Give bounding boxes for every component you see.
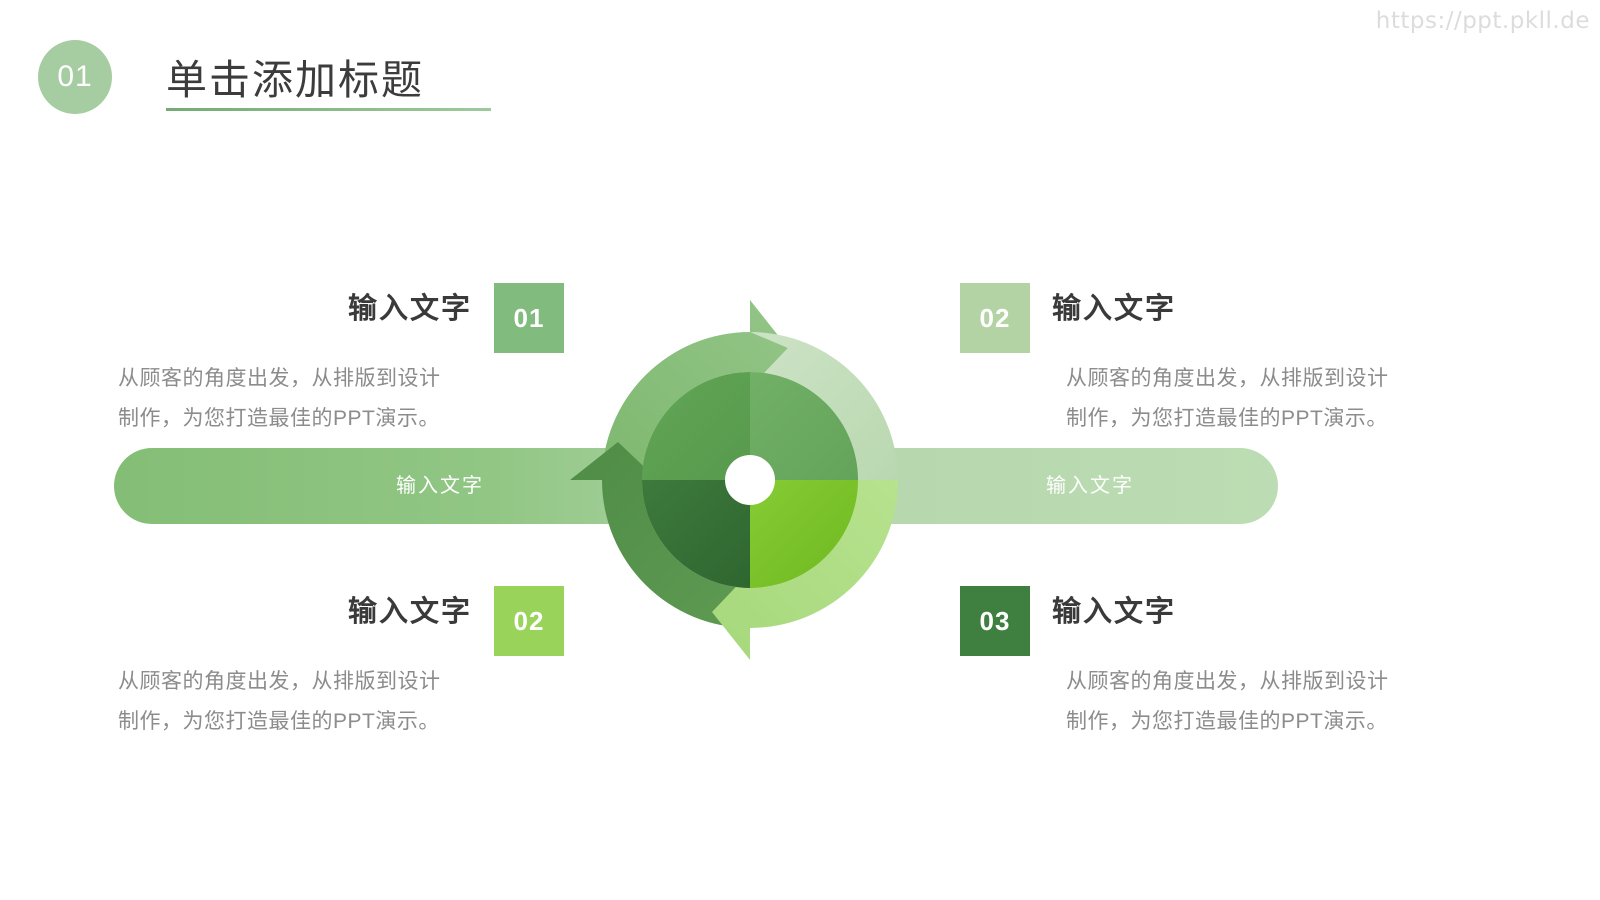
- info-body-line: 从顾客的角度出发，从排版到设计: [1066, 670, 1389, 693]
- info-block-body[interactable]: 从顾客的角度出发，从排版到设计 制作，为您打造最佳的PPT演示。: [1066, 662, 1410, 742]
- watermark-url: https://ppt.pkll.de: [1375, 8, 1590, 34]
- info-block-top-right: 02 输入文字 从顾客的角度出发，从排版到设计 制作，为您打造最佳的PPT演示。: [960, 283, 1410, 439]
- info-block-number-chip: 02: [960, 283, 1030, 353]
- info-block-bottom-right: 03 输入文字 从顾客的角度出发，从排版到设计 制作，为您打造最佳的PPT演示。: [960, 586, 1410, 742]
- info-block-title[interactable]: 输入文字: [347, 293, 472, 325]
- band-label-right[interactable]: 输入文字: [1046, 475, 1134, 497]
- info-block-body[interactable]: 从顾客的角度出发，从排版到设计 制作，为您打造最佳的PPT演示。: [118, 662, 564, 742]
- inner-quadrant-bottom-right: [750, 480, 858, 588]
- info-block-title[interactable]: 输入文字: [1052, 293, 1177, 325]
- title-underline: [166, 108, 491, 111]
- wheel-hub: [725, 455, 775, 505]
- cycle-wheel-diagram: [562, 292, 938, 668]
- info-block-title[interactable]: 输入文字: [1052, 596, 1177, 628]
- info-block-number-chip: 03: [960, 586, 1030, 656]
- info-block-header: 输入文字 02: [114, 586, 564, 656]
- inner-quadrant-top-right: [750, 372, 858, 480]
- info-block-title[interactable]: 输入文字: [347, 596, 472, 628]
- page-title[interactable]: 单击添加标题: [166, 57, 424, 103]
- info-body-line: 制作，为您打造最佳的PPT演示。: [118, 407, 440, 430]
- info-block-header: 02 输入文字: [960, 283, 1410, 353]
- info-body-line: 制作，为您打造最佳的PPT演示。: [1066, 407, 1388, 430]
- info-block-number-chip: 02: [494, 586, 564, 656]
- info-block-header: 03 输入文字: [960, 586, 1410, 656]
- info-block-top-left: 输入文字 01 从顾客的角度出发，从排版到设计 制作，为您打造最佳的PPT演示。: [114, 283, 564, 439]
- info-body-line: 制作，为您打造最佳的PPT演示。: [1066, 710, 1388, 733]
- info-block-number-chip: 01: [494, 283, 564, 353]
- info-block-header: 输入文字 01: [114, 283, 564, 353]
- info-body-line: 从顾客的角度出发，从排版到设计: [1066, 367, 1389, 390]
- slide-header: 01 单击添加标题: [38, 40, 491, 130]
- inner-quadrant-bottom-left: [642, 480, 750, 588]
- outer-arrow-bottom-left: [570, 442, 750, 628]
- info-body-line: 制作，为您打造最佳的PPT演示。: [118, 710, 440, 733]
- outer-arrow-top-left: [602, 300, 788, 480]
- outer-arrow-bottom-right: [712, 480, 898, 660]
- outer-arrow-top-right: [750, 332, 898, 480]
- inner-quadrant-top-left: [642, 372, 750, 480]
- info-block-bottom-left: 输入文字 02 从顾客的角度出发，从排版到设计 制作，为您打造最佳的PPT演示。: [114, 586, 564, 742]
- info-block-body[interactable]: 从顾客的角度出发，从排版到设计 制作，为您打造最佳的PPT演示。: [118, 359, 564, 439]
- info-body-line: 从顾客的角度出发，从排版到设计: [118, 367, 441, 390]
- band-label-left[interactable]: 输入文字: [396, 475, 484, 497]
- header-section-badge: 01: [38, 40, 112, 114]
- info-body-line: 从顾客的角度出发，从排版到设计: [118, 670, 441, 693]
- info-block-body[interactable]: 从顾客的角度出发，从排版到设计 制作，为您打造最佳的PPT演示。: [1066, 359, 1410, 439]
